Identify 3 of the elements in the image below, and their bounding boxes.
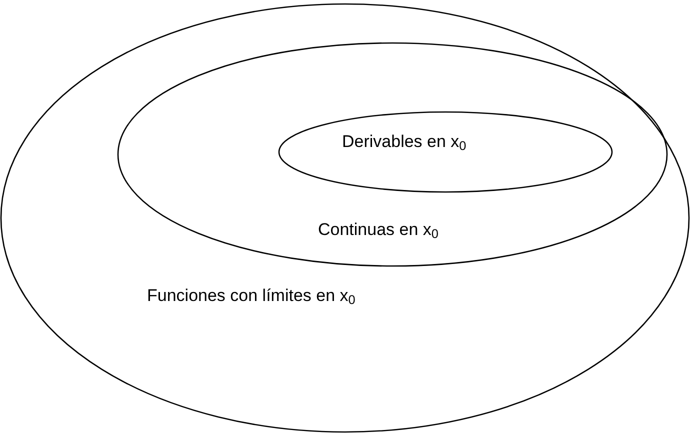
set-label: Continuas en x$_{0}$ [318,219,438,240]
set-label: Funciones con límites en x$_{0}$ [147,285,356,306]
set-label: Derivables en x$_{0}$ [342,131,466,152]
